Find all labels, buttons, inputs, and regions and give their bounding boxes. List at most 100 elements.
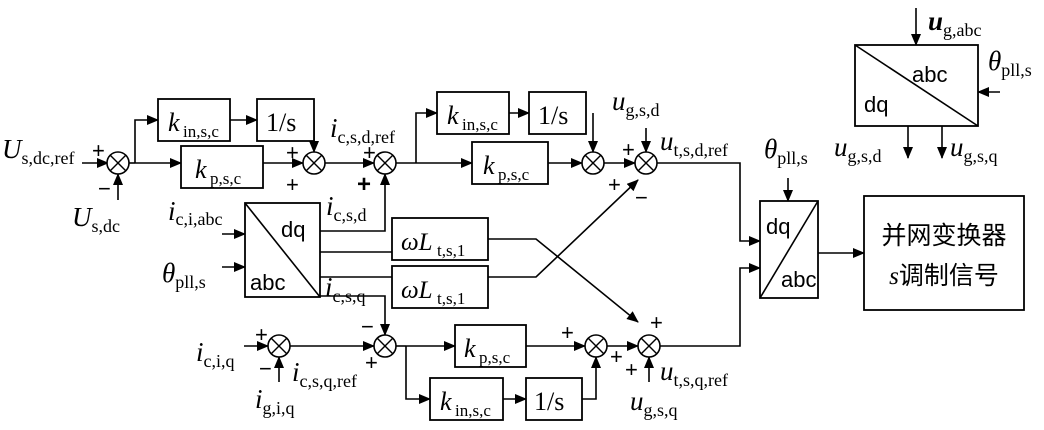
label-udc: Us,dc xyxy=(72,202,120,236)
wire-omegaL1-cross xyxy=(488,238,639,323)
block-output-modulation: 并网变换器 s调制信号 xyxy=(863,195,1025,311)
sign-plus: + xyxy=(561,320,574,345)
label-icd-ref: ic,s,d,ref xyxy=(330,113,395,147)
label-utsq-ref: ut,s,q,ref xyxy=(660,356,728,390)
block-subscript: in,s,c xyxy=(455,401,491,420)
label-ic-i-q: ic,i,q xyxy=(196,337,235,371)
label-udc-ref: Us,dc,ref xyxy=(2,134,74,168)
sign-minus: − xyxy=(98,176,111,201)
label-ic-abc: ic,i,abc xyxy=(168,196,222,229)
wire-to-kin1 xyxy=(134,115,159,163)
sign-minus: − xyxy=(361,314,374,339)
block-grid-abc-dq-transform: abc dq xyxy=(854,44,979,127)
block-kin-d: k in,s,c xyxy=(436,91,510,135)
block-label: 1/s xyxy=(534,387,564,416)
sign-plus: + xyxy=(286,140,299,165)
block-label: 1/s xyxy=(538,101,568,130)
block-subscript: p,s,c xyxy=(479,348,511,367)
sum-junction xyxy=(373,151,397,175)
block-integrator-d: 1/s xyxy=(528,91,587,135)
block-integrator-q: 1/s xyxy=(525,377,583,421)
sign-plus: + xyxy=(608,172,621,197)
sign-minus: − xyxy=(259,356,272,381)
block-label: k xyxy=(464,334,476,363)
sum-junction xyxy=(106,151,130,175)
block-subscript: p,s,c xyxy=(498,165,530,184)
sum-junction xyxy=(584,334,608,358)
block-subscript: in,s,c xyxy=(183,122,219,141)
block-kp-d: k p,s,c xyxy=(471,141,549,185)
block-label-dq: dq xyxy=(281,217,305,242)
block-dq-abc-transform: dq abc xyxy=(759,200,819,299)
sum-junction xyxy=(373,334,397,358)
signal-labels: Us,dc,ref Us,dc ic,i,abc θpll,s ic,s,d,r… xyxy=(2,6,1032,420)
block-subscript: p,s,c xyxy=(210,169,242,188)
wire-utsq-ref xyxy=(660,263,761,347)
sign-plus: + xyxy=(286,172,299,197)
label-ig-i-q: ig,i,q xyxy=(255,384,295,418)
block-label-abc: abc xyxy=(781,267,816,292)
label-ugsd-out: ug,s,d xyxy=(834,132,882,166)
block-label: ωL xyxy=(401,277,433,304)
block-label: ωL xyxy=(401,229,433,256)
summing-junctions xyxy=(106,151,661,358)
wire-omegaL2-cross xyxy=(488,179,639,278)
block-omega-l-lower: ωL t,s,1 xyxy=(391,265,489,309)
sign-plus: + xyxy=(610,344,623,369)
label-icq: ic,s,q xyxy=(325,272,366,306)
block-label-dq: dq xyxy=(864,92,888,117)
wire-icd-feedback xyxy=(320,173,390,232)
sign-plus: + xyxy=(365,350,378,375)
block-label: k xyxy=(195,155,207,184)
label-ugsd: ug,s,d xyxy=(612,86,660,120)
label-ugsq-out: ug,s,q xyxy=(950,132,998,166)
block-label: k xyxy=(168,108,180,137)
sign-minus: − xyxy=(635,185,648,210)
block-label: 1/s xyxy=(266,108,296,137)
block-label: k xyxy=(440,387,452,416)
block-omega-l-upper: ωL t,s,1 xyxy=(391,217,489,261)
sign-plus: + xyxy=(92,138,105,163)
label-theta-pll-mid: θpll,s xyxy=(764,134,808,168)
sign-plus: + xyxy=(255,322,268,347)
block-kin-dc: k in,s,c xyxy=(157,98,231,142)
output-label-line2: s调制信号 xyxy=(889,261,999,290)
sign-plus: + xyxy=(357,171,371,198)
wire-to-kin3 xyxy=(405,346,431,404)
block-subscript: in,s,c xyxy=(462,115,498,134)
sign-plus: + xyxy=(622,137,635,162)
block-label-abc: abc xyxy=(912,62,947,87)
block-kp-dc: k p,s,c xyxy=(180,145,264,189)
sign-plus: + xyxy=(650,310,663,335)
sum-junction xyxy=(634,151,658,175)
wire-int3-sum8 xyxy=(582,356,601,400)
sum-junction xyxy=(302,151,326,175)
sum-junction xyxy=(267,334,291,358)
wire-icq-feedback xyxy=(320,295,390,336)
block-kin-q: k in,s,c xyxy=(429,377,504,421)
block-subscript: t,s,1 xyxy=(437,289,465,308)
block-label: k xyxy=(483,151,495,180)
signal-wires xyxy=(82,8,1000,404)
block-kp-q: k p,s,c xyxy=(454,324,527,368)
block-label-abc: abc xyxy=(250,270,285,295)
output-label-line1: 并网变换器 xyxy=(881,221,1006,250)
wire-to-kin2 xyxy=(415,108,438,163)
sum-junction xyxy=(581,151,605,175)
block-abc-dq-transform: dq abc xyxy=(244,202,321,298)
sign-plus: + xyxy=(363,140,376,165)
wire-utsd-ref xyxy=(657,162,761,246)
label-theta-pll-right: θpll,s xyxy=(988,46,1032,80)
label-icd: ic,s,d xyxy=(326,191,367,225)
label-ug-abc: ug,abc xyxy=(928,6,982,40)
junction-signs: + − + + + + + + − + − − + + + + + xyxy=(92,137,663,382)
block-subscript: t,s,1 xyxy=(437,241,465,260)
label-utsd-ref: ut,s,d,ref xyxy=(660,126,728,160)
block-integrator-dc: 1/s xyxy=(256,98,315,142)
sum-junction xyxy=(637,334,661,358)
label-theta-pll-left: θpll,s xyxy=(162,258,206,292)
label-icq-ref: ic,s,q,ref xyxy=(292,357,357,391)
sign-plus: + xyxy=(625,357,638,382)
block-label-dq: dq xyxy=(766,214,790,239)
